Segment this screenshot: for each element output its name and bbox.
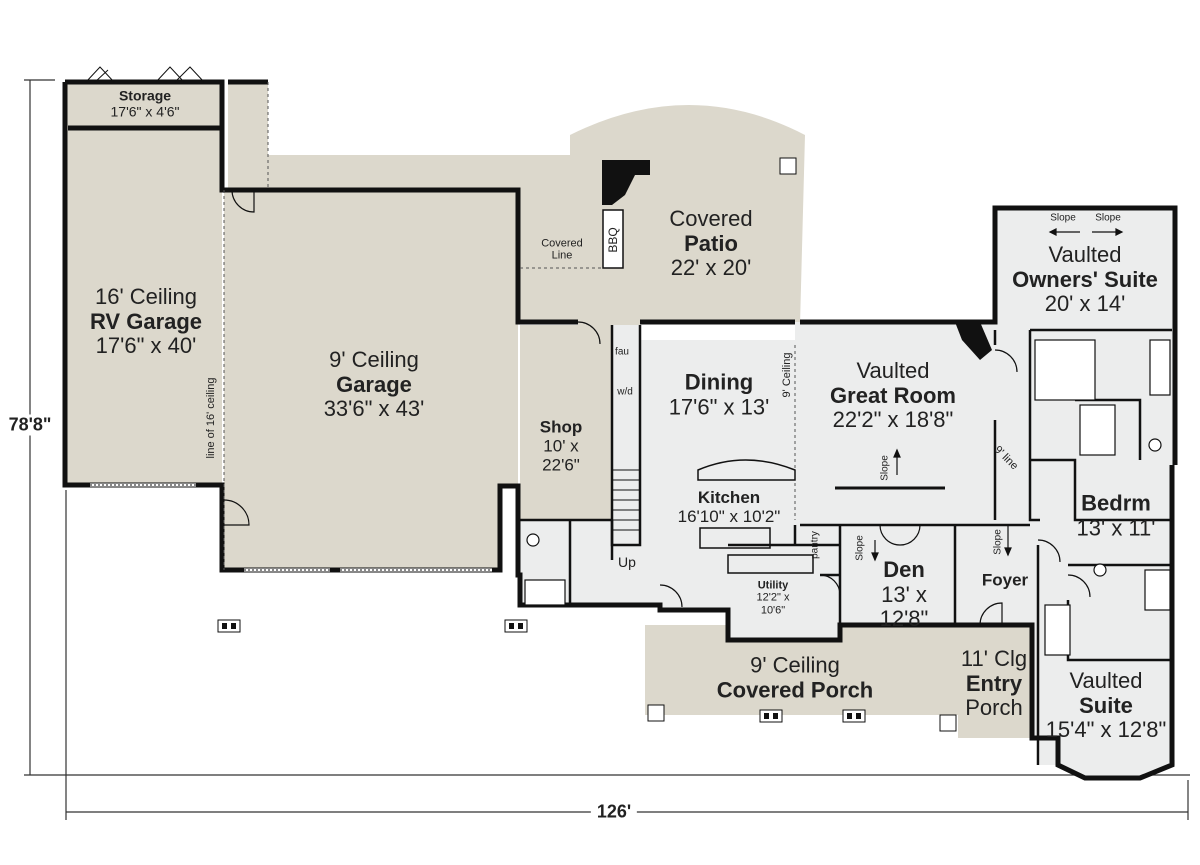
washer-dryer-label: w/d (617, 386, 633, 398)
garage-label: 9' Ceiling Garage 33'6" x 43' (323, 347, 425, 422)
kitchen-island (697, 459, 945, 574)
shop-label: Shop 10' x 22'6" (539, 417, 583, 475)
owners-suite-label: Vaulted Owners' Suite 20' x 14' (1012, 242, 1158, 317)
suite-label: Vaulted Suite 15'4" x 12'8" (1045, 668, 1167, 743)
porch-areas (65, 82, 1032, 738)
bath-fixtures (524, 339, 1171, 656)
rv-garage-label: 16' Ceiling RV Garage 17'6" x 40' (89, 284, 203, 359)
garage-doors (85, 66, 492, 572)
fireplaces (602, 160, 992, 360)
foyer-label: Foyer (981, 570, 1029, 590)
doors (223, 189, 1091, 626)
den-label: Den 13' x 12'8" (879, 557, 929, 632)
stairs (611, 469, 641, 546)
storage-label: Storage 17'6" x 4'6" (110, 87, 180, 119)
slope-note-den: Slope (854, 535, 866, 561)
slope-arrows (871, 228, 1124, 562)
light-markers (217, 157, 957, 732)
bedroom-label: Bedrm 13' x 11' (1076, 490, 1156, 540)
slope-note-left: Slope (1050, 212, 1076, 224)
covered-line-note: Covered Line (541, 237, 583, 262)
dining-label: Dining 17'6" x 13' (668, 369, 770, 419)
entry-porch-label: 11' Clg Entry Porch (960, 646, 1028, 721)
kitchen-label: Kitchen 16'10" x 10'2" (677, 487, 781, 526)
fau-label: fau (615, 346, 629, 358)
depth-dimension: 78'8" (2, 414, 58, 436)
slope-note-foyer: Slope (992, 529, 1004, 555)
slope-note-right: Slope (1095, 212, 1121, 224)
dashed-lines (223, 82, 796, 570)
pantry-label: pantry (809, 531, 821, 559)
utility-label: Utility 12'2" x 10'6" (756, 579, 790, 617)
width-dimension: 126' (590, 801, 638, 823)
line-16-ceiling-note: line of 16' ceiling (205, 377, 217, 459)
bbq-label: BBQ (606, 227, 620, 253)
ceiling-9-note: 9' Ceiling (781, 352, 793, 398)
patio-label: Covered Patio 22' x 20' (669, 206, 753, 281)
stairs-up-label: Up (618, 554, 636, 571)
great-room-label: Vaulted Great Room 22'2" x 18'8" (830, 358, 956, 433)
covered-porch-label: 9' Ceiling Covered Porch (716, 652, 874, 702)
slope-note-great-room: Slope (879, 455, 891, 481)
